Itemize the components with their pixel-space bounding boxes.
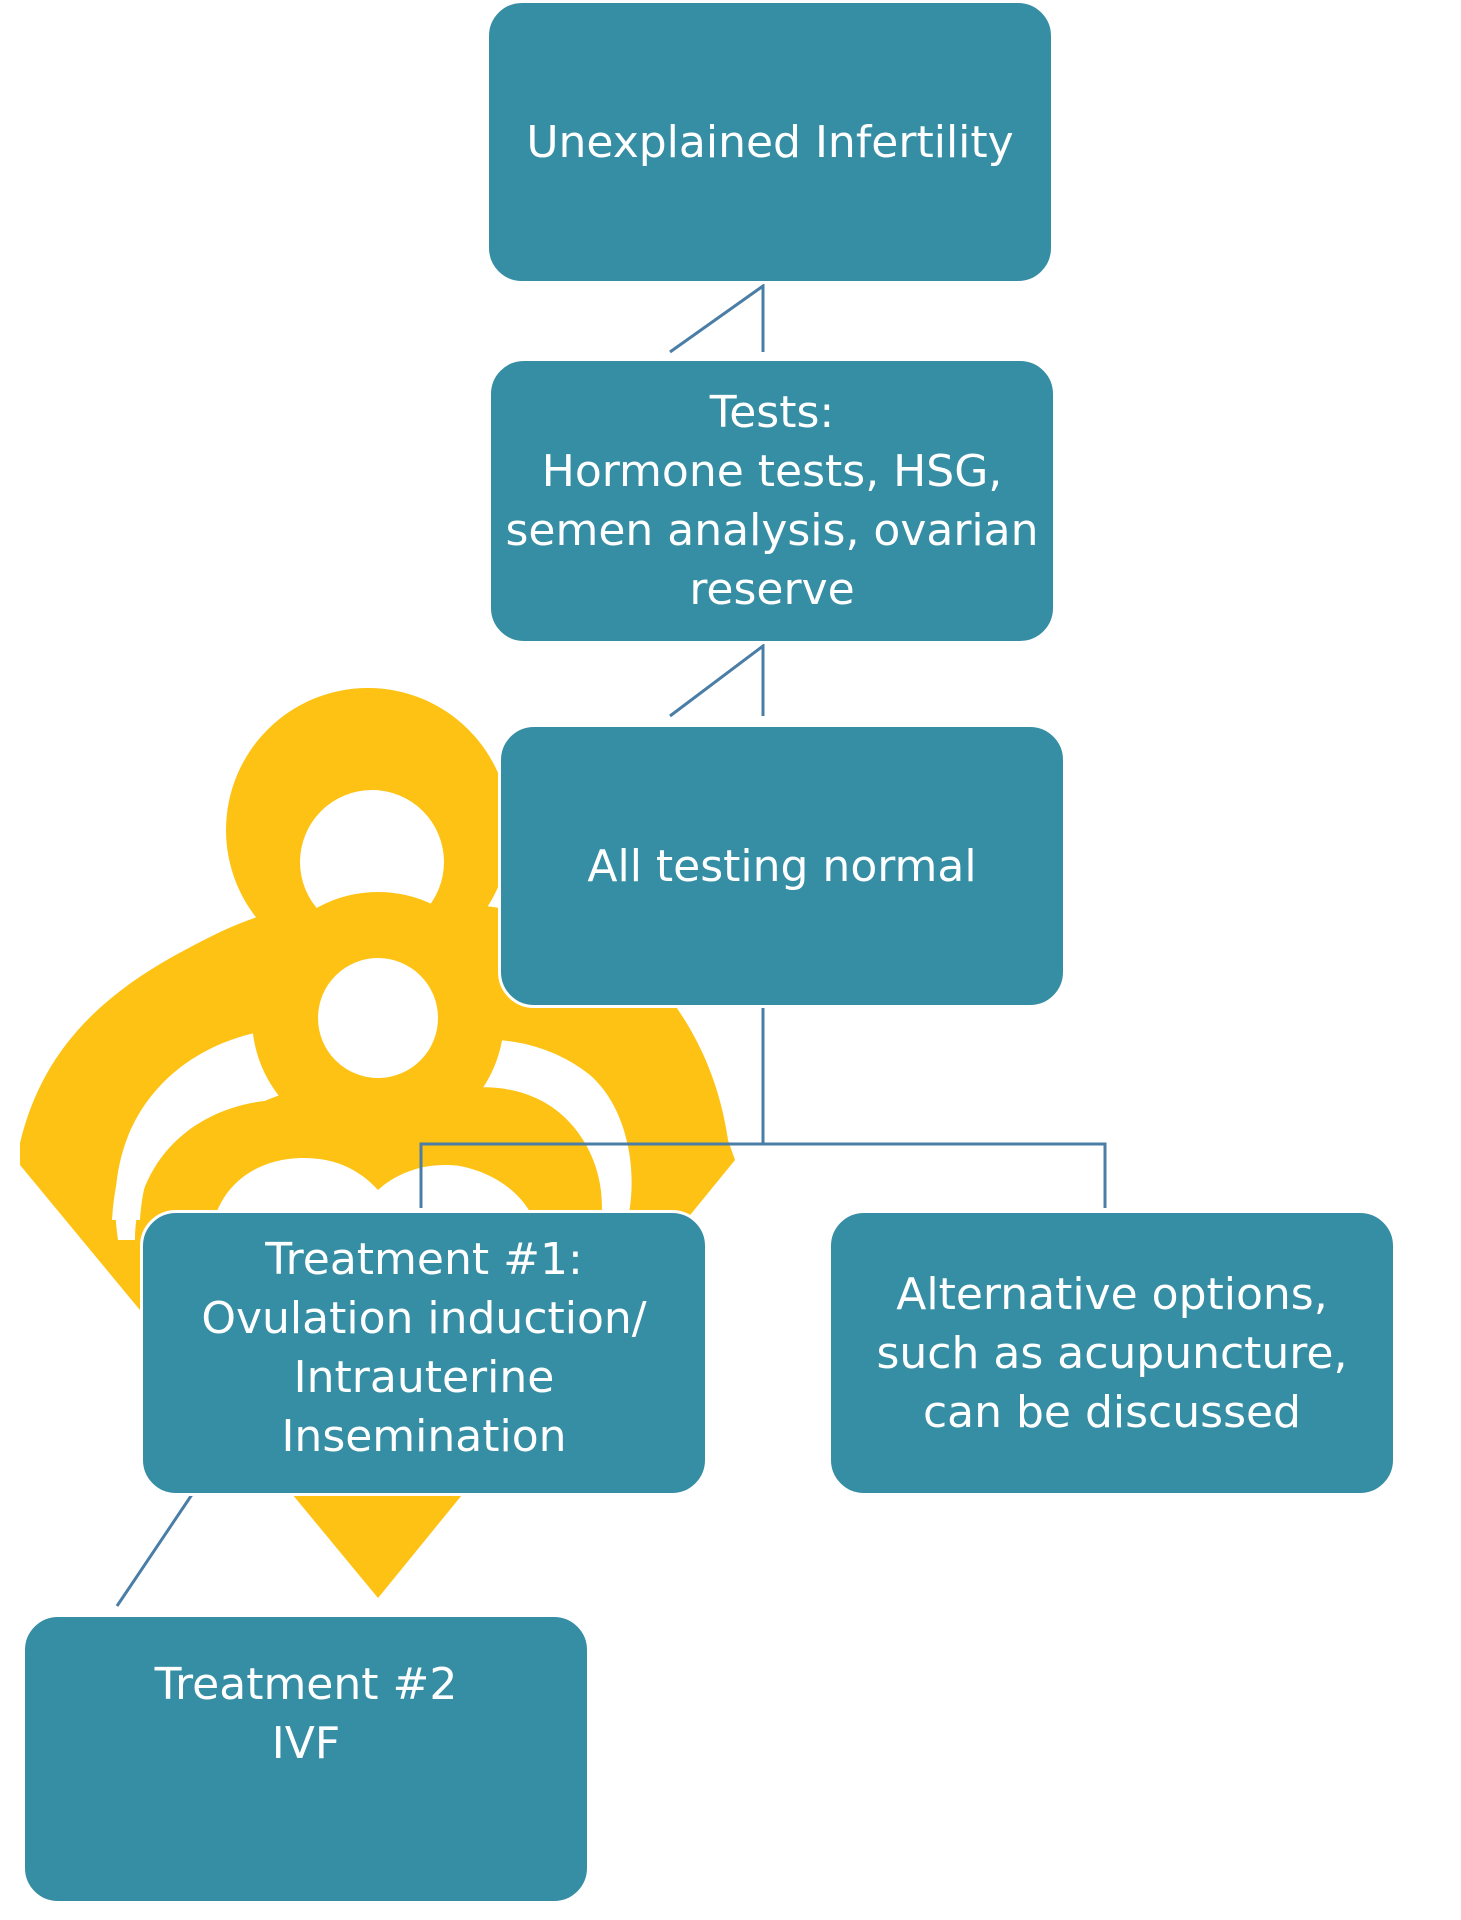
node-line: reserve: [689, 564, 855, 615]
logo-inner-arch: [115, 1026, 632, 1240]
node-line: such as acupuncture,: [876, 1327, 1348, 1379]
node-line: semen analysis, ovarian: [505, 505, 1039, 556]
logo-child-head-hole: [318, 958, 438, 1078]
connector-root-tests: [669, 283, 765, 354]
node-all-testing-normal: All testing normal: [498, 724, 1066, 1008]
node-tests: Tests: Hormone tests, HSG, semen analysi…: [488, 358, 1056, 644]
node-line: Tests:: [709, 387, 835, 438]
node-line: Insemination: [281, 1411, 567, 1462]
node-treatment-1: Treatment #1: Ovulation induction/ Intra…: [140, 1210, 708, 1496]
connector-normal-alt: [763, 1142, 1107, 1208]
node-line: Unexplained Infertility: [526, 116, 1014, 168]
node-treatment-2: Treatment #2 IVF: [22, 1614, 590, 1904]
node-line: Treatment #2: [154, 1659, 458, 1710]
node-line: All testing normal: [587, 840, 977, 892]
node-line: IVF: [271, 1718, 341, 1769]
connector-tests-normal: [669, 642, 765, 718]
node-unexplained-infertility: Unexplained Infertility: [486, 0, 1054, 284]
node-line: Hormone tests, HSG,: [541, 446, 1003, 497]
node-line: Ovulation induction/: [201, 1293, 647, 1344]
node-line: can be discussed: [922, 1386, 1301, 1438]
node-line: Alternative options,: [896, 1268, 1328, 1320]
connector-lines: [115, 283, 1107, 1607]
node-line: Treatment #1:: [265, 1234, 583, 1285]
node-line: Intrauterine: [293, 1352, 555, 1403]
logo-shoulder-gap: [112, 1040, 260, 1220]
connector-normal-t1: [419, 1142, 763, 1208]
connector-t1-t2: [115, 1489, 197, 1607]
node-alternative-options: Alternative options, such as acupuncture…: [828, 1210, 1396, 1496]
